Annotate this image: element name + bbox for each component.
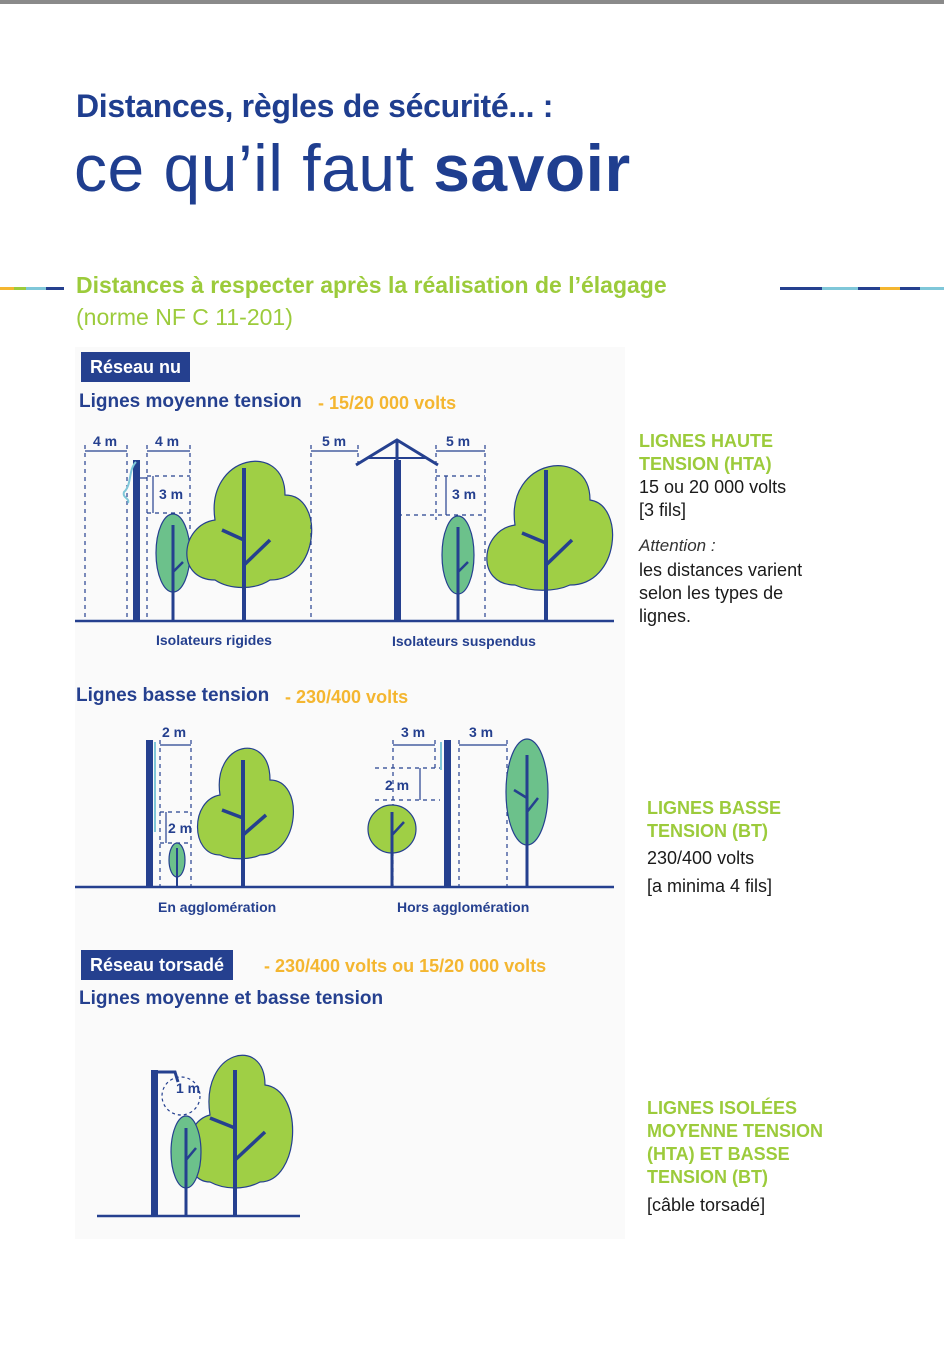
side-bt-title-1: LIGNES BASSE (647, 798, 782, 818)
top-border (0, 0, 944, 4)
title-regular: ce qu’il faut (74, 131, 434, 205)
dim-label: 5 m (446, 433, 470, 449)
bt-volts: - 230/400 volts (285, 687, 409, 707)
title-bold: savoir (433, 131, 631, 205)
page-title-line2: ce qu’il faut savoir (74, 128, 631, 208)
side-iso-title-2: MOYENNE TENSION (647, 1121, 824, 1141)
side-iso-text-1: [câble torsadé] (647, 1195, 766, 1215)
caption-hors-agglomeration: Hors agglomération (397, 899, 530, 915)
bt-title: Lignes basse tension (76, 685, 270, 706)
tree-icon (486, 465, 614, 591)
caption-isolateurs-rigides: Isolateurs rigides (156, 632, 272, 648)
dim-label: 3 m (401, 724, 425, 740)
tree-icon (187, 1054, 294, 1189)
torsade-title: Lignes moyenne et basse tension (79, 988, 384, 1009)
side-hta-title-2: TENSION (HTA) (639, 454, 772, 474)
side-hta-attention: Attention : (639, 536, 716, 555)
pole-icon (444, 740, 451, 887)
side-bt-text-1: 230/400 volts (647, 848, 755, 868)
pole-icon (394, 460, 401, 621)
pole-icon (146, 740, 153, 887)
side-iso-title-3: (HTA) ET BASSE (647, 1144, 790, 1164)
page-title-line1: Distances, règles de sécurité... : (76, 88, 554, 124)
torsade-volts: - 230/400 volts ou 15/20 000 volts (264, 956, 547, 976)
dim-label: 3 m (452, 486, 476, 502)
dim-label: 3 m (469, 724, 493, 740)
caption-en-agglomeration: En agglomération (158, 899, 277, 915)
left-decor-stripe (0, 287, 64, 290)
dim-label: 5 m (322, 433, 346, 449)
dim-label: 2 m (385, 777, 409, 793)
mt-title: Lignes moyenne tension (79, 391, 302, 412)
side-iso-title-4: TENSION (BT) (647, 1167, 768, 1187)
section-norm: (norme NF C 11-201) (76, 304, 293, 330)
side-bt-text-2: [a minima 4 fils] (647, 876, 773, 896)
section-subtitle: Distances à respecter après la réalisati… (76, 272, 667, 298)
dim-label: 1 m (176, 1080, 200, 1096)
dim-label: 2 m (162, 724, 186, 740)
dim-label: 3 m (159, 486, 183, 502)
tree-icon (197, 747, 294, 860)
side-bt-title-2: TENSION (BT) (647, 821, 768, 841)
right-decor-stripe (780, 287, 944, 290)
badge-reseau-nu: Réseau nu (81, 352, 191, 382)
badge-reseau-torsade: Réseau torsadé (81, 950, 234, 980)
side-hta-note-1: les distances varient (639, 560, 803, 580)
side-hta-note-2: selon les types de (639, 583, 784, 603)
side-hta-note-3: lignes. (639, 606, 692, 626)
dim-label: 4 m (155, 433, 179, 449)
side-hta-text-1: 15 ou 20 000 volts (639, 477, 787, 497)
dim-label: 4 m (93, 433, 117, 449)
side-iso-title-1: LIGNES ISOLÉES (647, 1098, 798, 1118)
side-hta-title-1: LIGNES HAUTE (639, 431, 774, 451)
pole-icon (133, 460, 140, 621)
tree-icon (186, 460, 313, 589)
mt-volts: - 15/20 000 volts (318, 393, 457, 413)
caption-isolateurs-suspendus: Isolateurs suspendus (392, 633, 536, 649)
pole-icon (151, 1070, 158, 1216)
side-hta-text-2: [3 fils] (639, 500, 687, 520)
dim-label: 2 m (168, 820, 192, 836)
